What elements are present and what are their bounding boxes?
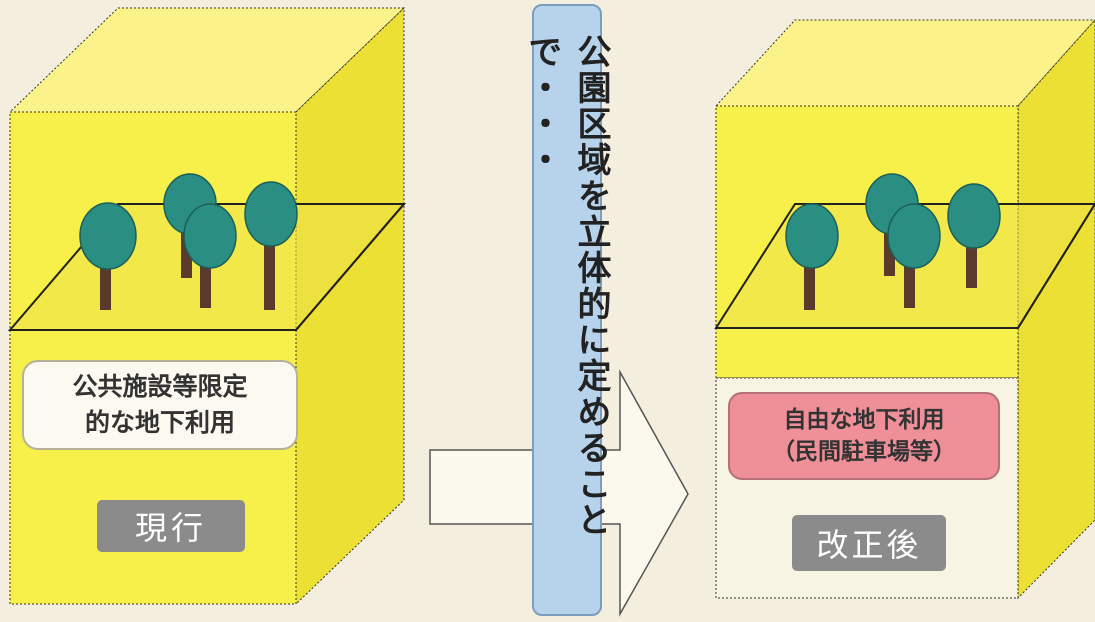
revised-box <box>714 19 1095 600</box>
center-banner: 公園区域を立体的に定めることで・・・ <box>522 4 611 616</box>
tree-icon <box>244 181 298 310</box>
current-description: 公共施設等限定 的な地下利用 <box>22 360 298 450</box>
tree-icon <box>183 203 237 308</box>
current-tag: 現行 <box>97 500 245 552</box>
revised-description: 自由な地下利用 （民間駐車場等） <box>728 392 1000 480</box>
revised-ground-edge <box>1017 203 1095 329</box>
revised-description-line2: （民間駐車場等） <box>772 439 956 465</box>
revised-trees <box>785 173 1001 310</box>
current-trees <box>79 173 298 310</box>
tree-icon <box>947 183 1001 288</box>
current-ground-edge <box>295 203 405 331</box>
current-description-line1: 公共施設等限定 <box>72 372 248 401</box>
center-banner-text: 公園区域を立体的に定めることで・・・ <box>522 34 611 538</box>
current-box-side <box>295 6 405 606</box>
current-description-line2: 的な地下利用 <box>84 408 235 437</box>
revised-tag: 改正後 <box>792 515 946 571</box>
tree-icon <box>79 202 137 310</box>
revised-description-line1: 自由な地下利用 <box>783 407 945 433</box>
current-box-top <box>8 7 406 113</box>
tree-icon <box>887 203 941 308</box>
tree-icon <box>785 203 839 310</box>
